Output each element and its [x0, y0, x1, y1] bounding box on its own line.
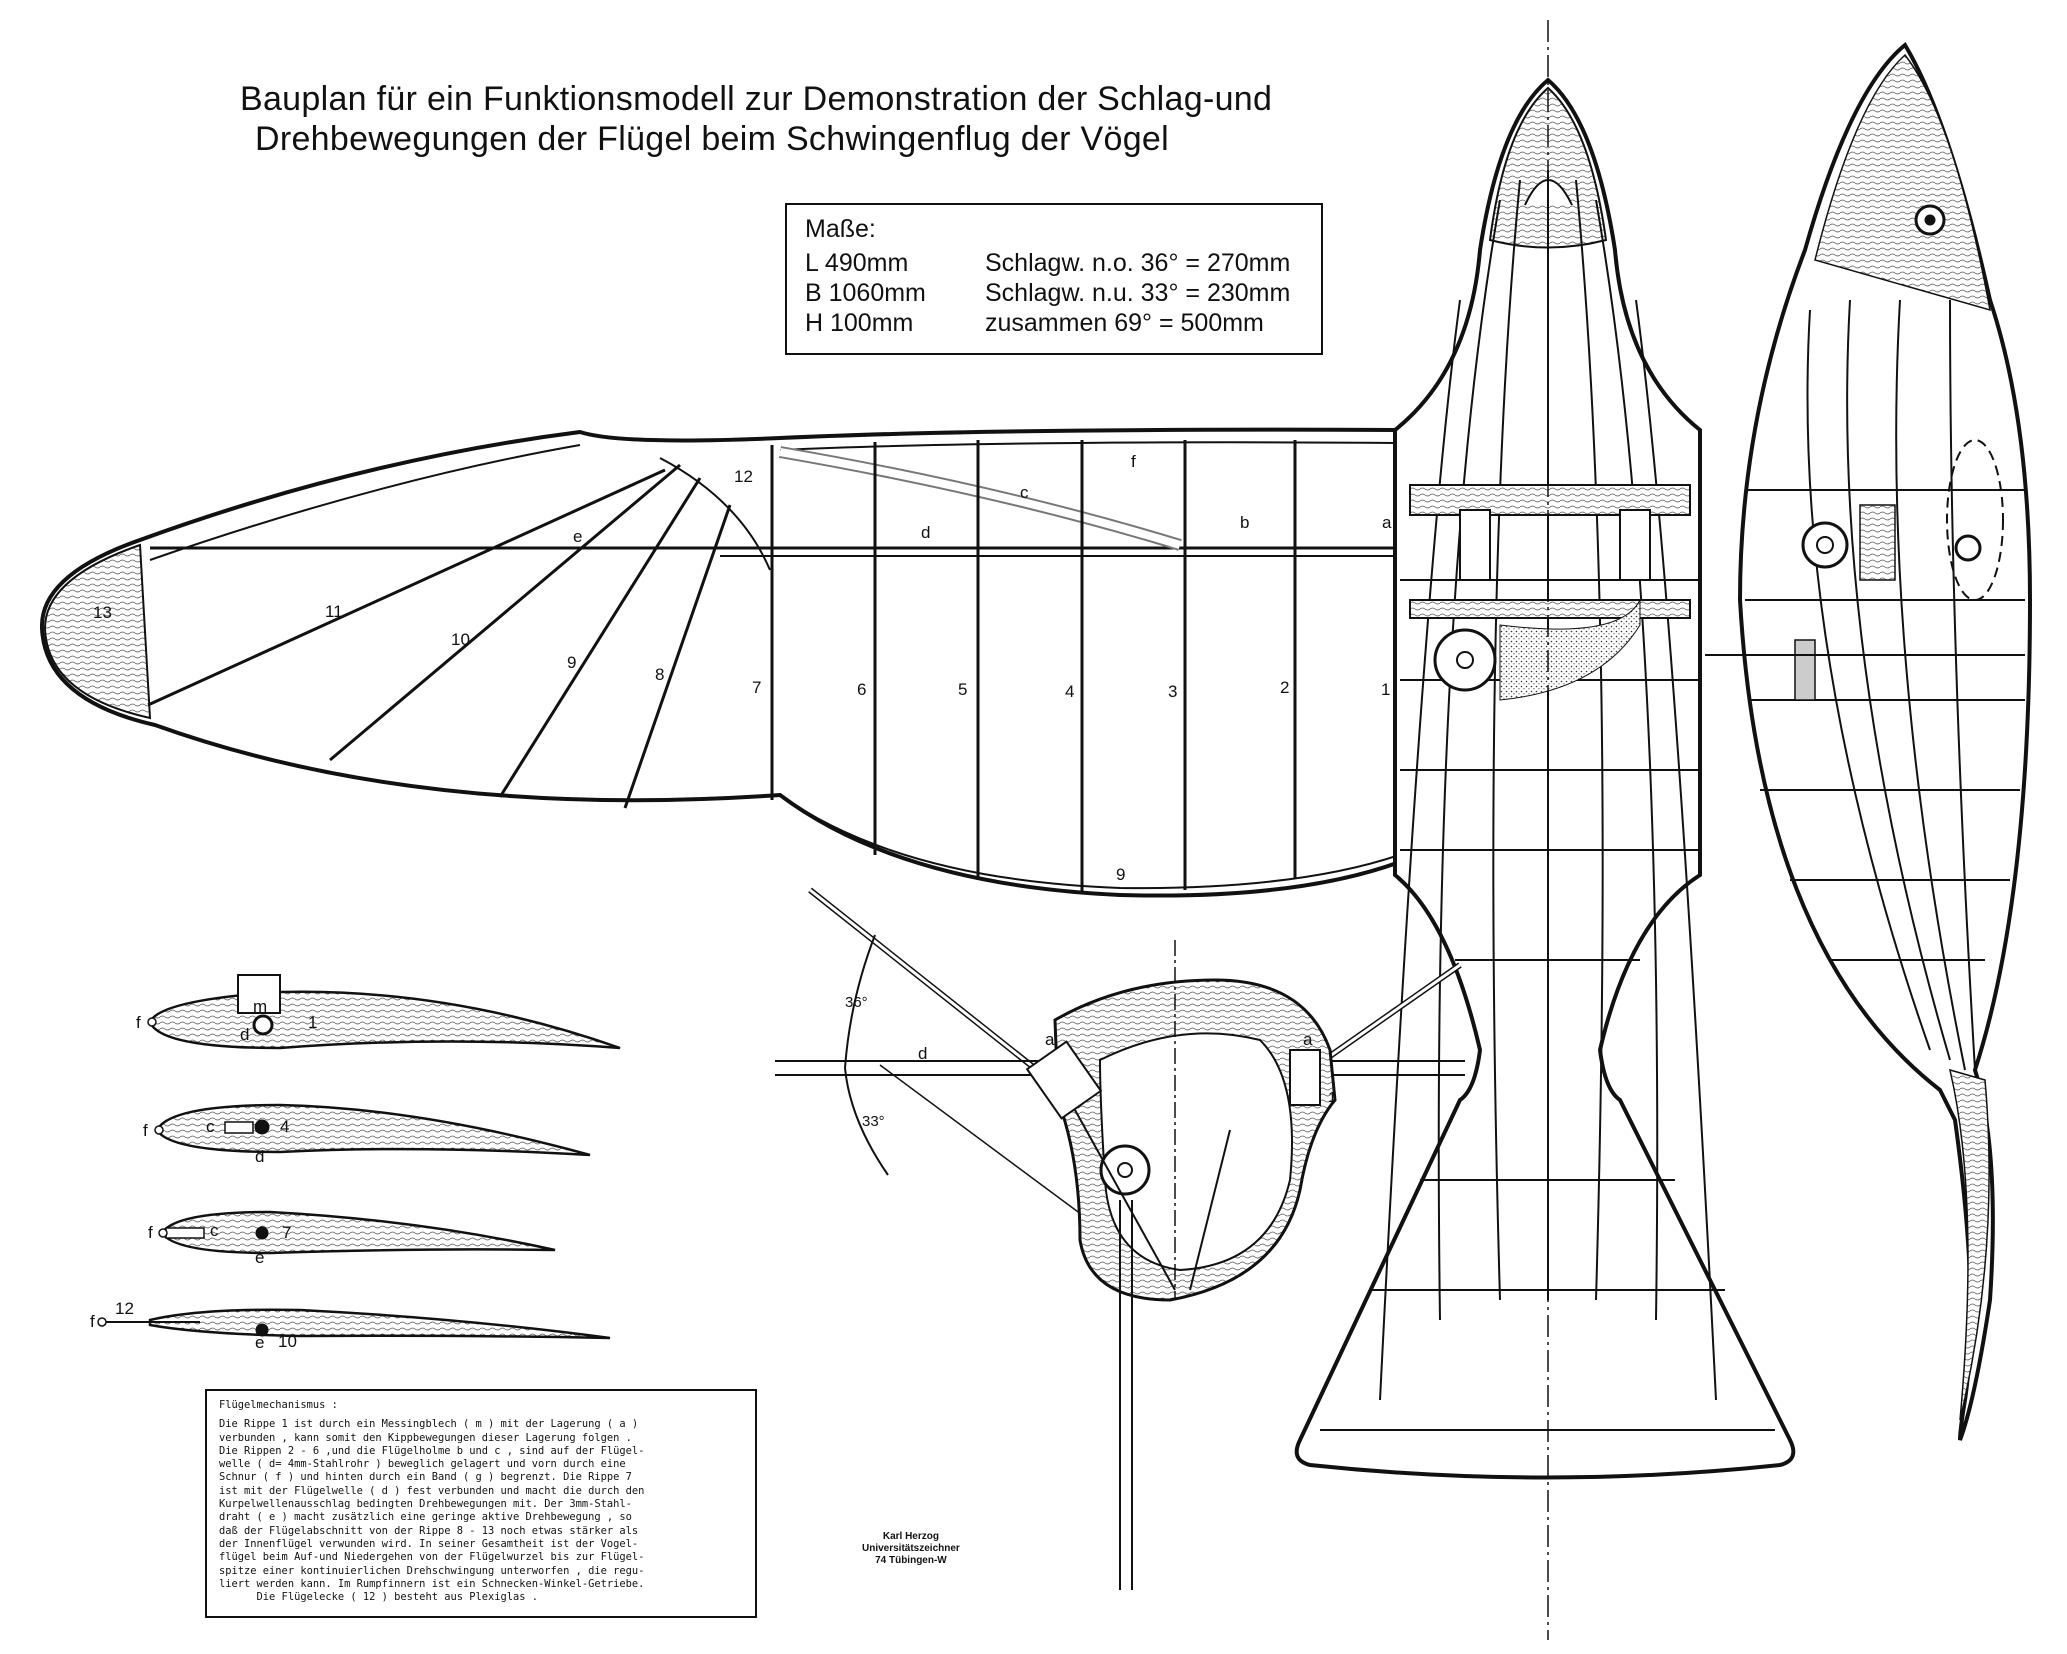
rib-label-5: 5 — [958, 680, 967, 699]
profiles — [97, 974, 621, 1340]
profile-rib-7 — [158, 1210, 556, 1255]
dimension-row: H 100mm zusammen 69° = 500mm — [805, 309, 1264, 338]
label-c: c — [1020, 483, 1029, 502]
drawing-label: c — [206, 1117, 215, 1136]
stroke-down: Schlagw. n.u. 33° = 230mm — [985, 279, 1291, 307]
note-line: Die Rippen 2 - 6 ,und die Flügelholme b … — [219, 1444, 645, 1457]
drawing-label: e — [255, 1248, 264, 1267]
rib-label-9: 9 — [567, 653, 576, 672]
drawing-label: 10 — [278, 1332, 297, 1351]
label-e: e — [573, 527, 582, 546]
rib-label-8: 8 — [655, 665, 664, 684]
drawing-label: d — [918, 1044, 927, 1063]
mechanism-front-view — [775, 887, 1465, 1590]
drawing-label: f — [148, 1223, 153, 1242]
drawing-label: 12 — [115, 1299, 134, 1318]
dimensions-header: Maße: — [805, 215, 876, 243]
stroke-up: Schlagw. n.o. 36° = 270mm — [985, 249, 1291, 277]
profile-rib-4 — [154, 1103, 591, 1157]
drawing-label: 1 — [308, 1013, 317, 1032]
note-line: Die Rippe 1 ist durch ein Messingblech (… — [219, 1418, 639, 1431]
wing-labels: 1 2 3 4 5 6 7 8 9 10 11 12 13 b c d e f … — [93, 452, 1392, 884]
drawing-label: 7 — [282, 1223, 291, 1242]
note-line: liert werden kann. Im Rumpfinnern ist ei… — [219, 1577, 645, 1590]
drawing-label: f — [90, 1312, 95, 1331]
label-b: b — [1240, 513, 1249, 532]
drawing-title-line-2: Drehbewegungen der Flügel beim Schwingen… — [255, 120, 1169, 158]
drawing-label: 4 — [280, 1117, 289, 1136]
profile-labels: f m d 1 f c 4 d f c 7 e f 12 10 e — [90, 997, 317, 1352]
outer-ribs — [147, 463, 732, 809]
dimension-length: L 490mm — [805, 249, 909, 277]
mechanism-note: Flügelmechanismus : Die Rippe 1 ist durc… — [205, 1389, 757, 1618]
profile-rib-1 — [147, 974, 621, 1050]
wing-plan-view — [39, 427, 1440, 898]
angle-36-label: 36° — [845, 994, 868, 1011]
note-line: Die Flügelecke ( 12 ) besteht aus Plexig… — [219, 1591, 539, 1604]
rib-label-10: 10 — [451, 630, 470, 649]
drawing-label: f — [143, 1121, 148, 1140]
angle-33-label: 33° — [862, 1113, 885, 1130]
label-f: f — [1131, 452, 1136, 471]
mechanism-labels: 36° 33° d a a 1 — [845, 994, 1336, 1130]
wing-outline — [39, 427, 1407, 898]
note-line: der Innenflügel verwunden wird. In seine… — [219, 1537, 639, 1550]
fuselage-outline — [1294, 77, 1796, 1480]
note-line: Kurpelwellenausschlag bedingten Drehbewe… — [219, 1498, 632, 1511]
rib-label-3: 3 — [1168, 682, 1177, 701]
profile-rib-10 — [97, 1308, 611, 1340]
fuselage-side-view — [1737, 41, 2033, 1441]
rib-label-4: 4 — [1065, 682, 1074, 701]
drawing-label: a — [1045, 1030, 1055, 1049]
rib-label-2: 2 — [1280, 678, 1289, 697]
dimension-row: L 490mm Schlagw. n.o. 36° = 270mm — [805, 249, 1290, 278]
note-line: daß der Flügelabschnitt von der Rippe 8 … — [219, 1524, 639, 1537]
rib-label-1: 1 — [1381, 680, 1390, 699]
note-line: draht ( e ) macht zusätzlich eine gering… — [219, 1511, 632, 1524]
note-line: ist mit der Flügelwelle ( d ) fest verbu… — [219, 1484, 645, 1497]
note-title: Flügelmechanismus : — [219, 1399, 338, 1411]
dimension-row: B 1060mm Schlagw. n.u. 33° = 230mm — [805, 279, 1290, 308]
drawing-label: d — [240, 1025, 249, 1044]
drawing-label: e — [255, 1333, 264, 1352]
dimension-width: B 1060mm — [805, 279, 926, 307]
note-line: welle ( d= 4mm-Stahlrohr ) beweglich gel… — [219, 1458, 626, 1471]
drawing-label: f — [136, 1013, 141, 1032]
rib-label-12: 12 — [734, 467, 753, 486]
author-role: Universitätszeichner — [862, 1543, 960, 1554]
label-a: a — [1382, 513, 1392, 532]
author-place: 74 Tübingen-W — [875, 1555, 947, 1566]
dimension-height: H 100mm — [805, 309, 914, 337]
drawing-label: d — [255, 1147, 264, 1166]
drawing-title-line-1: Bauplan für ein Funktionsmodell zur Demo… — [240, 80, 1273, 118]
dimensions-box: Maße: L 490mm Schlagw. n.o. 36° = 270mm B… — [785, 203, 1323, 355]
wing-tip-wood — [43, 543, 152, 720]
note-line: Schnur ( f ) und hinten durch ein Band (… — [219, 1471, 632, 1484]
note-line: verbunden , kann somit den Kippbewegunge… — [219, 1431, 632, 1444]
note-line: flügel beim Auf-und Niedergehen von der … — [219, 1551, 645, 1564]
drawing-label: a — [1303, 1030, 1313, 1049]
fuselage-top-view — [1294, 77, 1796, 1480]
author-name: Karl Herzog — [882, 1531, 939, 1542]
label-g: 9 — [1116, 865, 1125, 884]
label-d: d — [921, 523, 930, 542]
author-credit: Karl Herzog Universitätszeichner 74 Tübi… — [862, 1531, 960, 1567]
drawing-label: 1 — [1328, 1089, 1336, 1106]
stroke-total: zusammen 69° = 500mm — [985, 309, 1264, 337]
rib-label-6: 6 — [857, 680, 866, 699]
drawing-label: m — [253, 997, 267, 1016]
drawing-label: c — [210, 1221, 219, 1240]
rib-label-7: 7 — [752, 678, 761, 697]
rib-label-11: 11 — [325, 602, 343, 621]
note-line: spitze einer kontinuierlichen Drehschwin… — [219, 1564, 645, 1577]
rib-12-plexi — [659, 457, 771, 571]
rib-label-13: 13 — [93, 603, 112, 622]
